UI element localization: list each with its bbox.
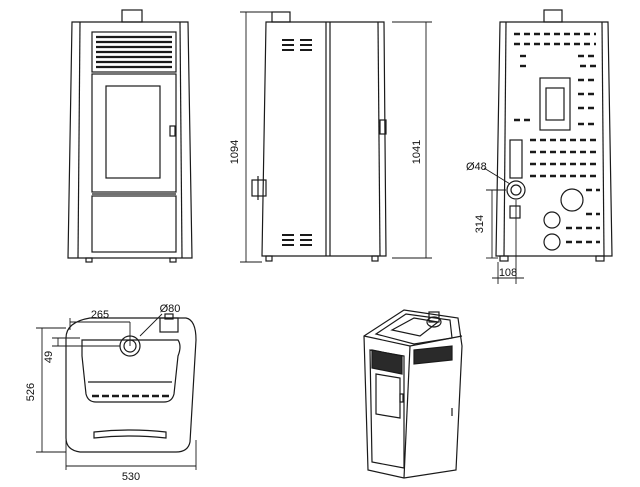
front-side-line-left — [77, 21, 81, 259]
side-foot-left — [265, 255, 273, 262]
front-door — [91, 73, 177, 193]
label-flue-depth: 49 — [43, 351, 55, 363]
side-flue-stub — [271, 11, 291, 23]
label-pipe-height: 314 — [474, 215, 486, 233]
front-side-line-right — [179, 21, 183, 259]
front-body-outline — [67, 21, 193, 259]
label-top-flue-diameter: Ø80 — [160, 303, 181, 315]
rear-exhaust-pipe — [506, 180, 526, 200]
top-view — [65, 313, 197, 453]
rear-small-fitting — [509, 205, 521, 219]
iso-side-vent — [413, 345, 453, 365]
side-handle — [379, 119, 387, 135]
rear-body-outline — [495, 21, 613, 257]
top-lid — [81, 339, 181, 403]
rear-flue-stub — [543, 9, 563, 23]
iso-front-edge — [403, 345, 411, 479]
front-flue-stub — [121, 9, 143, 23]
label-top-flue-offset: 265 — [91, 309, 109, 321]
side-vent-bottom — [282, 234, 312, 246]
side-body-outline — [261, 21, 387, 257]
rear-perforation-pattern — [514, 32, 600, 244]
dimension-lines-height — [240, 11, 432, 263]
side-foot-right — [371, 255, 379, 262]
iso-flue-outlet — [426, 316, 442, 328]
side-rear-pipe — [251, 179, 267, 197]
front-foot-right — [169, 257, 177, 263]
rear-terminal-block — [509, 139, 523, 179]
label-rear-pipe-diameter: Ø48 — [466, 161, 487, 173]
front-view — [67, 9, 193, 263]
label-pipe-offset: 108 — [499, 267, 517, 279]
dimension-labels: 1094 1041 Ø48 314 108 265 Ø80 49 526 530 — [25, 140, 517, 483]
front-grille-frame — [91, 31, 177, 73]
top-body-outline — [65, 317, 197, 453]
top-front-grille — [93, 429, 167, 439]
iso-door-glass — [375, 373, 401, 419]
front-lower-panel — [91, 195, 177, 253]
rear-plate-inner — [545, 87, 565, 121]
iso-body-outline — [363, 309, 463, 479]
front-grille-slats — [96, 35, 172, 69]
dimension-lines-top — [36, 313, 197, 470]
label-side-height: 1041 — [411, 140, 423, 164]
rear-plate — [539, 77, 571, 131]
label-front-height: 1094 — [229, 140, 241, 164]
side-view — [251, 11, 387, 262]
side-vent-top — [282, 39, 312, 51]
iso-grille — [371, 349, 403, 375]
rear-port-middle — [543, 211, 561, 229]
top-rear-fitting — [159, 317, 179, 333]
iso-top-lid — [374, 313, 453, 345]
front-door-glass — [105, 85, 161, 179]
rear-port-upper — [560, 188, 584, 212]
dimension-lines-rear — [483, 167, 524, 284]
label-width: 530 — [122, 471, 140, 482]
label-depth: 526 — [25, 383, 37, 401]
front-door-handle — [169, 125, 176, 137]
front-foot-left — [85, 257, 93, 263]
rear-view — [495, 9, 613, 262]
perspective-view — [363, 309, 463, 479]
rear-port-lower — [543, 233, 561, 251]
